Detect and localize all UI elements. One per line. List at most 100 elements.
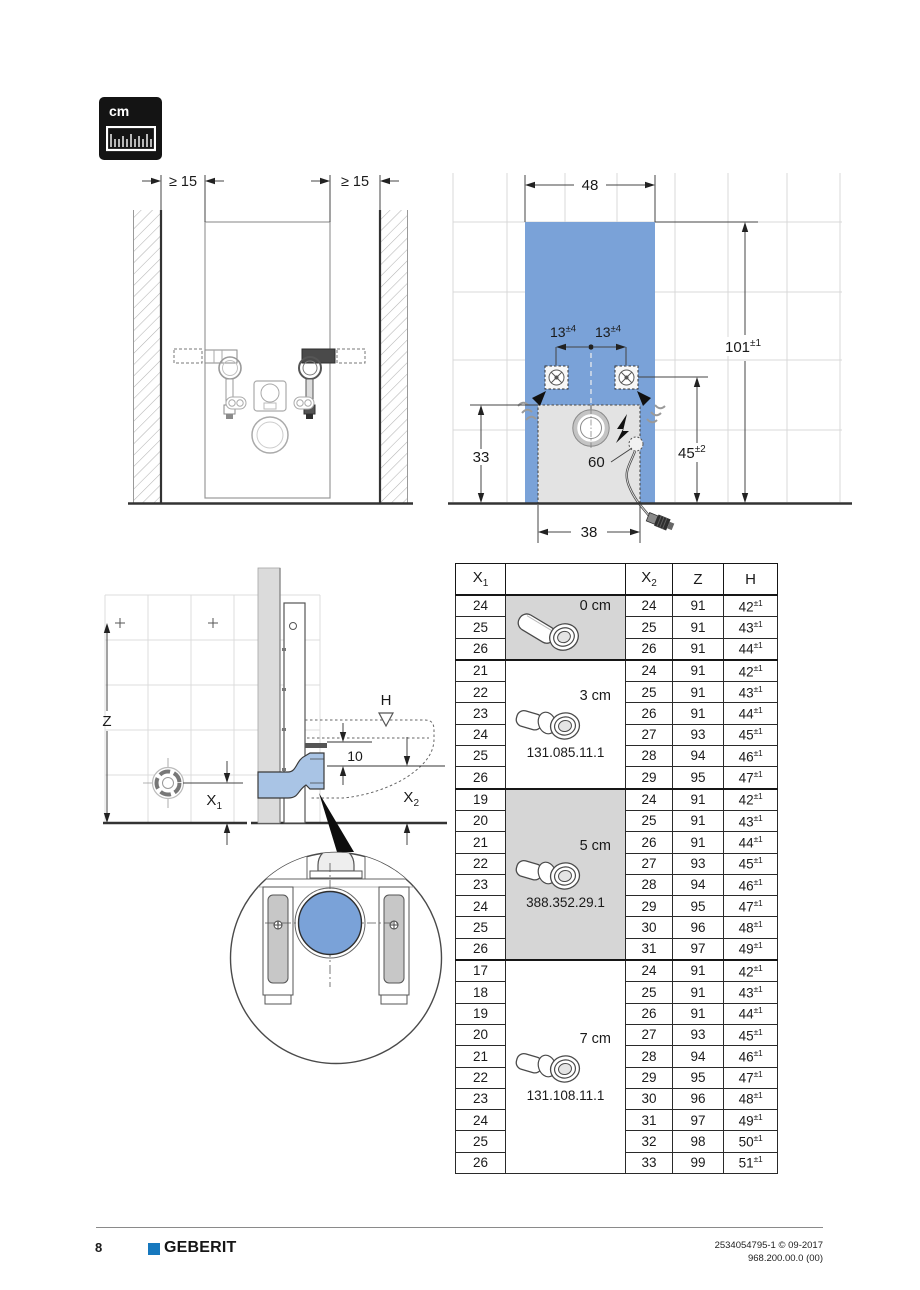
unit-cm-badge: cm: [99, 97, 162, 160]
straight-connector-icon: [514, 606, 590, 656]
cell-x2: 29: [625, 1066, 673, 1089]
cell-z: 91: [672, 681, 724, 704]
cell-h: 46±1: [723, 873, 778, 897]
bend-connector-icon: [514, 696, 590, 746]
cell-x1: 21: [455, 1045, 506, 1068]
cell-x2: 28: [625, 1045, 673, 1068]
cell-z: 91: [672, 1002, 724, 1025]
bend-connector-icon: [514, 1039, 590, 1089]
cell-h: 42±1: [723, 787, 778, 811]
cell-z: 91: [672, 981, 724, 1004]
cell-x2: 33: [625, 1151, 673, 1175]
cell-h: 49±1: [723, 937, 778, 961]
cell-h: 46±1: [723, 745, 778, 768]
cell-x1: 26: [455, 937, 506, 961]
wall-hatching: [133, 210, 408, 503]
dim-label-48: 48: [582, 177, 599, 194]
wc-pan-outline: [305, 719, 435, 799]
cell-x2: 25: [625, 981, 673, 1004]
column-header-img: [505, 563, 626, 596]
column-header-z: Z: [672, 563, 724, 596]
cell-x1: 26: [455, 637, 506, 661]
cell-x1: 26: [455, 766, 506, 790]
cell-z: 97: [672, 1109, 724, 1132]
cell-x1: 21: [455, 658, 506, 683]
installation-height-diagram: Z X1 H: [102, 567, 447, 1065]
cell-h: 45±1: [723, 1023, 778, 1047]
cell-h: 43±1: [723, 616, 778, 639]
cell-x1: 26: [455, 1151, 506, 1175]
column-header-x1: X1: [455, 563, 506, 596]
drain-hole: [572, 408, 610, 448]
cell-x1: 19: [455, 1002, 506, 1025]
cell-z: 91: [672, 637, 724, 661]
cell-x1: 25: [455, 745, 506, 768]
cell-x1: 22: [455, 852, 506, 875]
cell-x1: 25: [455, 616, 506, 639]
cell-h: 44±1: [723, 637, 778, 661]
cell-x2: 25: [625, 616, 673, 639]
dim-z: [103, 623, 111, 823]
cell-x2: 25: [625, 809, 673, 833]
cell-h: 45±1: [723, 723, 778, 747]
dim-width-48: [524, 175, 656, 222]
cell-z: 93: [672, 1023, 724, 1047]
dim-x1: [223, 761, 231, 845]
cell-x2: 31: [625, 1109, 673, 1132]
cell-h: 44±1: [723, 831, 778, 854]
cell-h: 43±1: [723, 681, 778, 704]
cell-h: 43±1: [723, 809, 778, 833]
dim-label-45: 45±2: [678, 444, 706, 462]
cell-h: 42±1: [723, 959, 778, 983]
cell-z: 91: [672, 787, 724, 811]
dim-label-h: H: [381, 692, 392, 709]
dim-screw-height-45: [638, 376, 708, 503]
dim-label-13-left: 13±4: [550, 324, 576, 341]
cell-z: 91: [672, 702, 724, 725]
dim-label-38: 38: [581, 524, 598, 541]
dim-label-10: 10: [347, 748, 363, 764]
document-reference-line1: 2534054795-1 © 09-2017: [714, 1240, 823, 1251]
cell-x1: 23: [455, 873, 506, 897]
cell-z: 94: [672, 1045, 724, 1068]
panel-dimension-diagram: 48 101±1 13±4 13±4 33: [448, 173, 852, 543]
cell-x1: 17: [455, 959, 506, 983]
cell-x2: 24: [625, 658, 673, 683]
fitting-article-number: 131.108.11.1: [526, 1087, 605, 1103]
dim-label-x1: X1: [206, 792, 222, 812]
cell-x2: 30: [625, 1087, 673, 1111]
cell-x1: 20: [455, 1023, 506, 1047]
fixing-screws: [544, 365, 639, 390]
cell-z: 91: [672, 658, 724, 683]
cell-x1: 23: [455, 702, 506, 725]
cell-x2: 24: [625, 594, 673, 618]
cell-x1: 22: [455, 1066, 506, 1089]
fitting-cell: 0 cm: [505, 594, 626, 661]
column-header-h: H: [723, 563, 778, 596]
cell-h: 42±1: [723, 594, 778, 618]
cell-h: 50±1: [723, 1130, 778, 1153]
cell-x1: 22: [455, 681, 506, 704]
leader-line-60: [610, 447, 633, 463]
cell-z: 98: [672, 1130, 724, 1153]
fitting-article-number: 388.352.29.1: [526, 894, 605, 910]
cell-x2: 26: [625, 637, 673, 661]
cell-z: 94: [672, 745, 724, 768]
fitting-article-number: 131.085.11.1: [526, 744, 605, 760]
detail-circle: [229, 851, 443, 1065]
